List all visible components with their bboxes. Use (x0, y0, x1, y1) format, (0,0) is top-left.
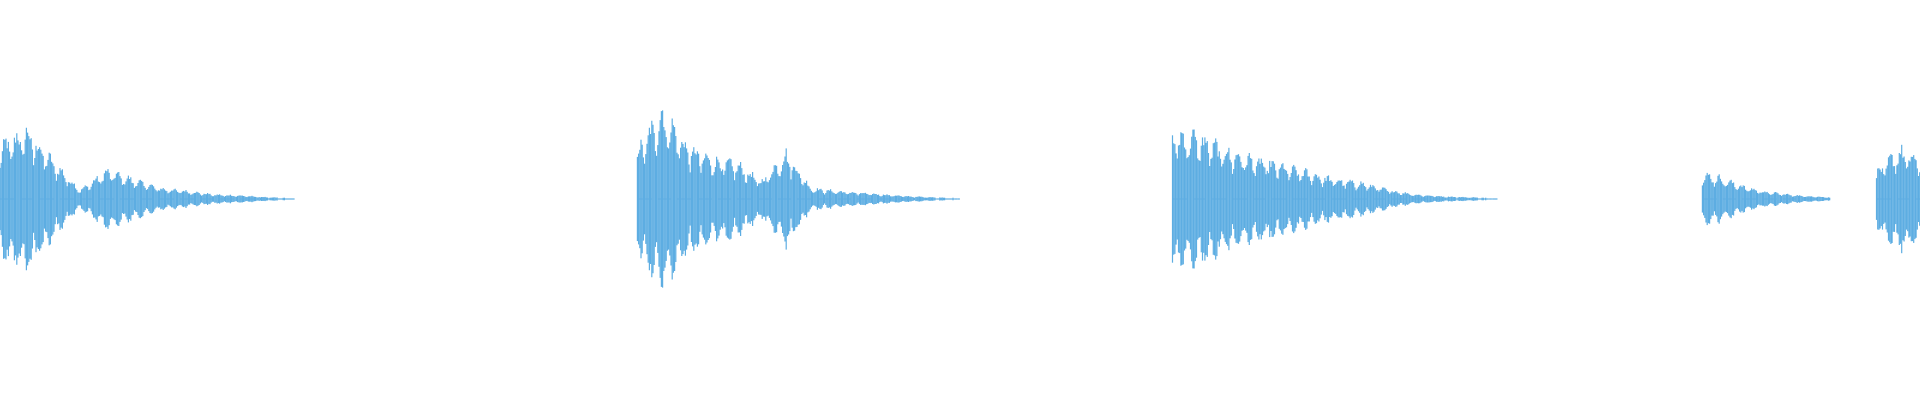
waveform-clip (1875, 144, 1920, 254)
waveform-clip (1701, 172, 1831, 226)
waveform-clip (636, 110, 960, 288)
waveform-clips (0, 110, 1920, 288)
waveform-clip (1171, 129, 1498, 269)
waveform-clip (0, 127, 295, 271)
